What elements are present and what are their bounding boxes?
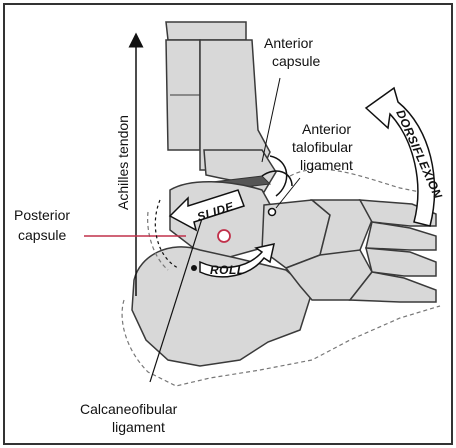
roll-label: ROLL bbox=[210, 263, 245, 277]
rotation-center-dot bbox=[218, 230, 230, 242]
calcaneofibular-label-line2: ligament bbox=[112, 419, 165, 435]
anterior-capsule-leader bbox=[262, 78, 280, 162]
calcaneofibular-label-line1: Calcaneofibular bbox=[80, 401, 178, 417]
atfl-label-line3: ligament bbox=[300, 157, 353, 173]
tibia-fibula bbox=[166, 22, 276, 192]
anterior-capsule-label-line2: capsule bbox=[272, 53, 320, 69]
posterior-capsule-label-line1: Posterior bbox=[14, 207, 70, 223]
atfl-point bbox=[269, 209, 276, 216]
atfl-label-line2: talofibular bbox=[292, 139, 353, 155]
anterior-capsule-label-line1: Anterior bbox=[264, 35, 313, 51]
calcaneofibular-point bbox=[191, 265, 197, 271]
posterior-capsule-label-line2: capsule bbox=[18, 227, 66, 243]
achilles-label: Achilles tendon bbox=[115, 115, 131, 210]
atfl-label-line1: Anterior bbox=[302, 121, 351, 137]
